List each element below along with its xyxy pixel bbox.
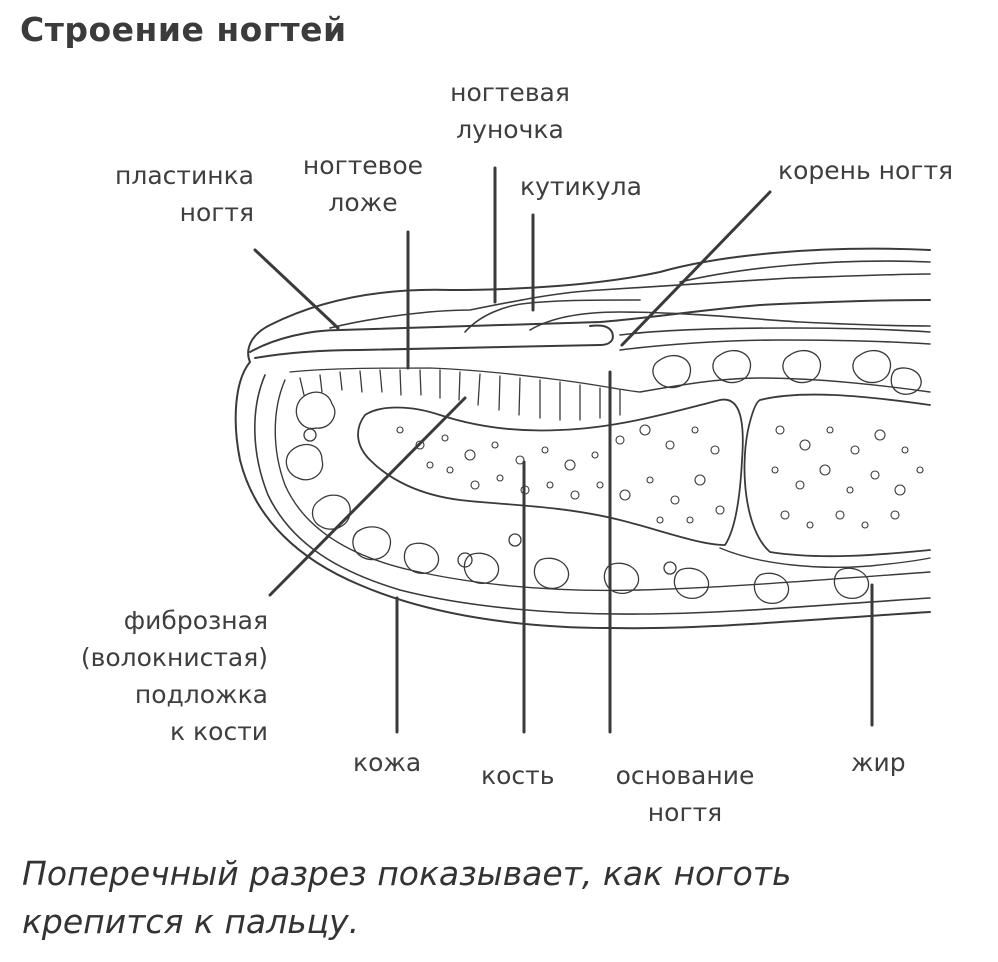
label-nail-base: основание ногтя (585, 757, 785, 831)
label-cuticle: кутикула (520, 172, 642, 201)
label-lunula-line-1: ногтевая (450, 78, 570, 107)
skin-outline (234, 247, 931, 630)
nail-plate (249, 299, 931, 353)
label-nail-base-line-2: ногтя (647, 798, 723, 827)
label-lunula-line-2: луночка (456, 115, 564, 144)
label-nail-plate-line-2: ногтя (179, 198, 254, 227)
nail-root (619, 327, 931, 351)
label-nail-plate-line-1: пластинка (115, 161, 254, 190)
figure-caption-line-1: Поперечный разрез показывает, как ноготь (22, 854, 792, 893)
middle-phalanx (743, 393, 931, 558)
label-nail-bed: ногтевое ложе (283, 147, 443, 221)
leader-lines (253, 166, 874, 734)
subcutaneous-outline (274, 379, 931, 592)
label-fibrous-layer-line-3: подложка (134, 680, 268, 709)
cuticle-fold (529, 311, 931, 331)
bone-texture (396, 424, 924, 529)
label-nail-bed-line-1: ногтевое (302, 151, 424, 180)
figure-caption: Поперечный разрез показывает, как ноготь… (22, 850, 791, 946)
label-fibrous-layer: фиброзная (волокнистая) подложка к кости (20, 602, 268, 750)
label-nail-base-line-1: основание (615, 761, 755, 790)
label-fibrous-layer-line-4: к кости (170, 717, 268, 746)
label-nail-root: корень ногтя (778, 156, 954, 185)
distal-phalanx (357, 398, 744, 546)
label-nail-bed-line-2: ложе (328, 188, 398, 217)
label-lunula: ногтевая луночка (425, 74, 595, 148)
label-nail-plate: пластинка ногтя (62, 157, 254, 231)
figure-caption-line-2: крепится к пальцу. (22, 902, 360, 941)
skin-inner-outline (254, 260, 931, 615)
label-skin: кожа (353, 748, 422, 777)
label-bone: кость (481, 761, 555, 790)
nail-plate-lower (254, 324, 614, 359)
label-fat: жир (851, 748, 906, 777)
label-fibrous-layer-line-2: (волокнистая) (80, 643, 268, 672)
joint-capsule (639, 377, 931, 568)
page-title: Строение ногтей (20, 10, 347, 49)
fat-lobules (285, 350, 922, 604)
nail-plate-top (329, 273, 931, 329)
lunula-arc (464, 299, 641, 333)
nail-bed (289, 367, 641, 421)
label-fibrous-layer-line-1: фиброзная (123, 606, 268, 635)
